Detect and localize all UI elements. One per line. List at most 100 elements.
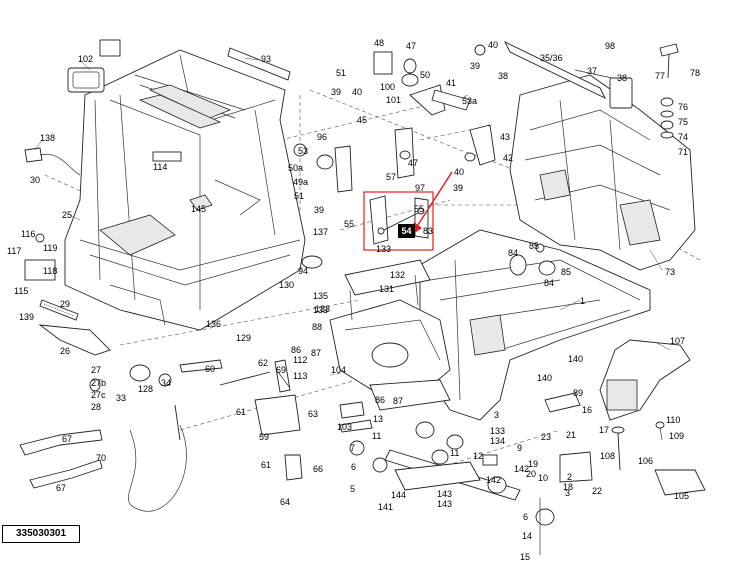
part-number-label: 48 (374, 38, 384, 48)
part-number-label: 13 (373, 414, 383, 424)
part-number-label: 140 (568, 354, 583, 364)
part-number-label: 39 (331, 87, 341, 97)
part-number-label: 63 (308, 409, 318, 419)
part-number-label: 51 (294, 191, 304, 201)
part-number-label: 12 (473, 451, 483, 461)
part-number-label: 23 (541, 432, 551, 442)
part-number-label: 43 (500, 132, 510, 142)
part-number-label: 118 (43, 266, 57, 276)
part-number-label: 104 (331, 365, 346, 375)
middle-left-parts (89, 359, 303, 512)
part-number-label: 67 (62, 434, 72, 444)
part-number-label: 70 (96, 453, 106, 463)
part-number-label: 105 (674, 491, 689, 501)
part-number-label: 139 (19, 312, 34, 322)
part-number-label: 40 (488, 40, 498, 50)
part-number-label: 116 (21, 229, 35, 239)
part-number-label: 75 (678, 117, 688, 127)
part-number-label: 112 (293, 355, 307, 365)
bar-35-36 (504, 41, 606, 99)
part-number-label: 7 (350, 443, 355, 453)
part-number-label: 29 (60, 299, 70, 309)
part-number-label: 85 (561, 267, 571, 277)
part-number-label: 93 (261, 54, 271, 64)
part-number-label: 89 (573, 388, 583, 398)
part-number-label: 51 (336, 68, 346, 78)
part-number-label: 5 (350, 484, 355, 494)
part-number-label: 35/36 (540, 53, 563, 63)
part-number-label: 34 (161, 378, 171, 388)
part-number-label: 133 (376, 244, 391, 254)
part-number-label: 73 (665, 267, 675, 277)
plate-114 (152, 151, 182, 162)
upper-mechanism (293, 44, 496, 193)
part-number-label: 109 (669, 431, 684, 441)
part-number-label: 76 (678, 102, 688, 112)
part-number-label: 69 (276, 365, 286, 375)
part-number-label: 18 (563, 482, 573, 492)
part-number-label: 16 (582, 405, 592, 415)
roof-panel (227, 47, 291, 81)
part-number-label: 84 (544, 278, 554, 288)
right-front-parts (599, 339, 706, 496)
part-number-label: 20 (526, 469, 536, 479)
part-number-label: 86 (375, 395, 385, 405)
part-number-label: 14 (522, 531, 532, 541)
part-number-label: 39 (470, 61, 480, 71)
part-number-label: 40 (454, 167, 464, 177)
rear-frame (509, 74, 696, 271)
part-number-label: 133 (315, 304, 330, 314)
part-number-label: 101 (386, 95, 401, 105)
part-number-label: 135 (313, 291, 328, 301)
part-number-label: 119 (43, 243, 57, 253)
part-number-label: 134 (490, 436, 505, 446)
part-number-label: 11 (450, 448, 459, 458)
right-mid-parts (301, 243, 556, 276)
part-number-label: 15 (520, 552, 530, 562)
part-number-label: 98 (605, 41, 615, 51)
part-number-label: 6 (523, 512, 528, 522)
drawing-number: 335030301 (2, 525, 80, 543)
part-number-label: 45 (357, 115, 367, 125)
part-number-label: 130 (279, 280, 294, 290)
part-number-label: 136 (206, 319, 221, 329)
part-number-label: 131 (379, 284, 394, 294)
part-number-label: 27b (91, 378, 106, 388)
part-number-label: 117 (7, 246, 21, 256)
part-number-label: 19 (528, 459, 538, 469)
part-number-label: 113 (293, 371, 307, 381)
bracket-102 (67, 39, 121, 93)
part-number-label: 108 (600, 451, 615, 461)
part-number-label: 142 (514, 464, 529, 474)
part-number-label: 132 (390, 270, 405, 280)
part-number-label: 144 (391, 490, 406, 500)
part-number-label: 2 (567, 472, 572, 482)
part-number-label: 71 (678, 147, 688, 157)
part-number-label: 142 (486, 475, 501, 485)
part-number-label: 78 (690, 68, 700, 78)
part-number-label: 106 (638, 456, 653, 466)
part-number-label: 102 (78, 54, 93, 64)
part-number-label: 3 (494, 410, 499, 420)
part-number-label: 143 (437, 499, 452, 509)
part-number-label: 40 (352, 87, 362, 97)
part-number-label: 128 (138, 384, 153, 394)
part-number-label: 141 (378, 502, 393, 512)
part-number-label: 55 (414, 204, 424, 214)
part-number-label: 11 (372, 431, 381, 441)
part-number-label: 37 (587, 66, 597, 76)
part-number-label: 33 (116, 393, 126, 403)
part-number-label: 87 (311, 348, 321, 358)
part-number-label: 114 (153, 162, 167, 172)
highlighted-part-label[interactable]: 54 (398, 224, 415, 238)
part-number-label: 27c (91, 390, 106, 400)
part-number-label: 140 (537, 373, 552, 383)
cab-frame (64, 49, 306, 331)
part-number-label: 87 (393, 396, 403, 406)
part-number-label: 66 (313, 464, 323, 474)
part-number-label: 64 (280, 497, 290, 507)
part-number-label: 133 (490, 426, 505, 436)
part-number-label: 96 (317, 132, 327, 142)
